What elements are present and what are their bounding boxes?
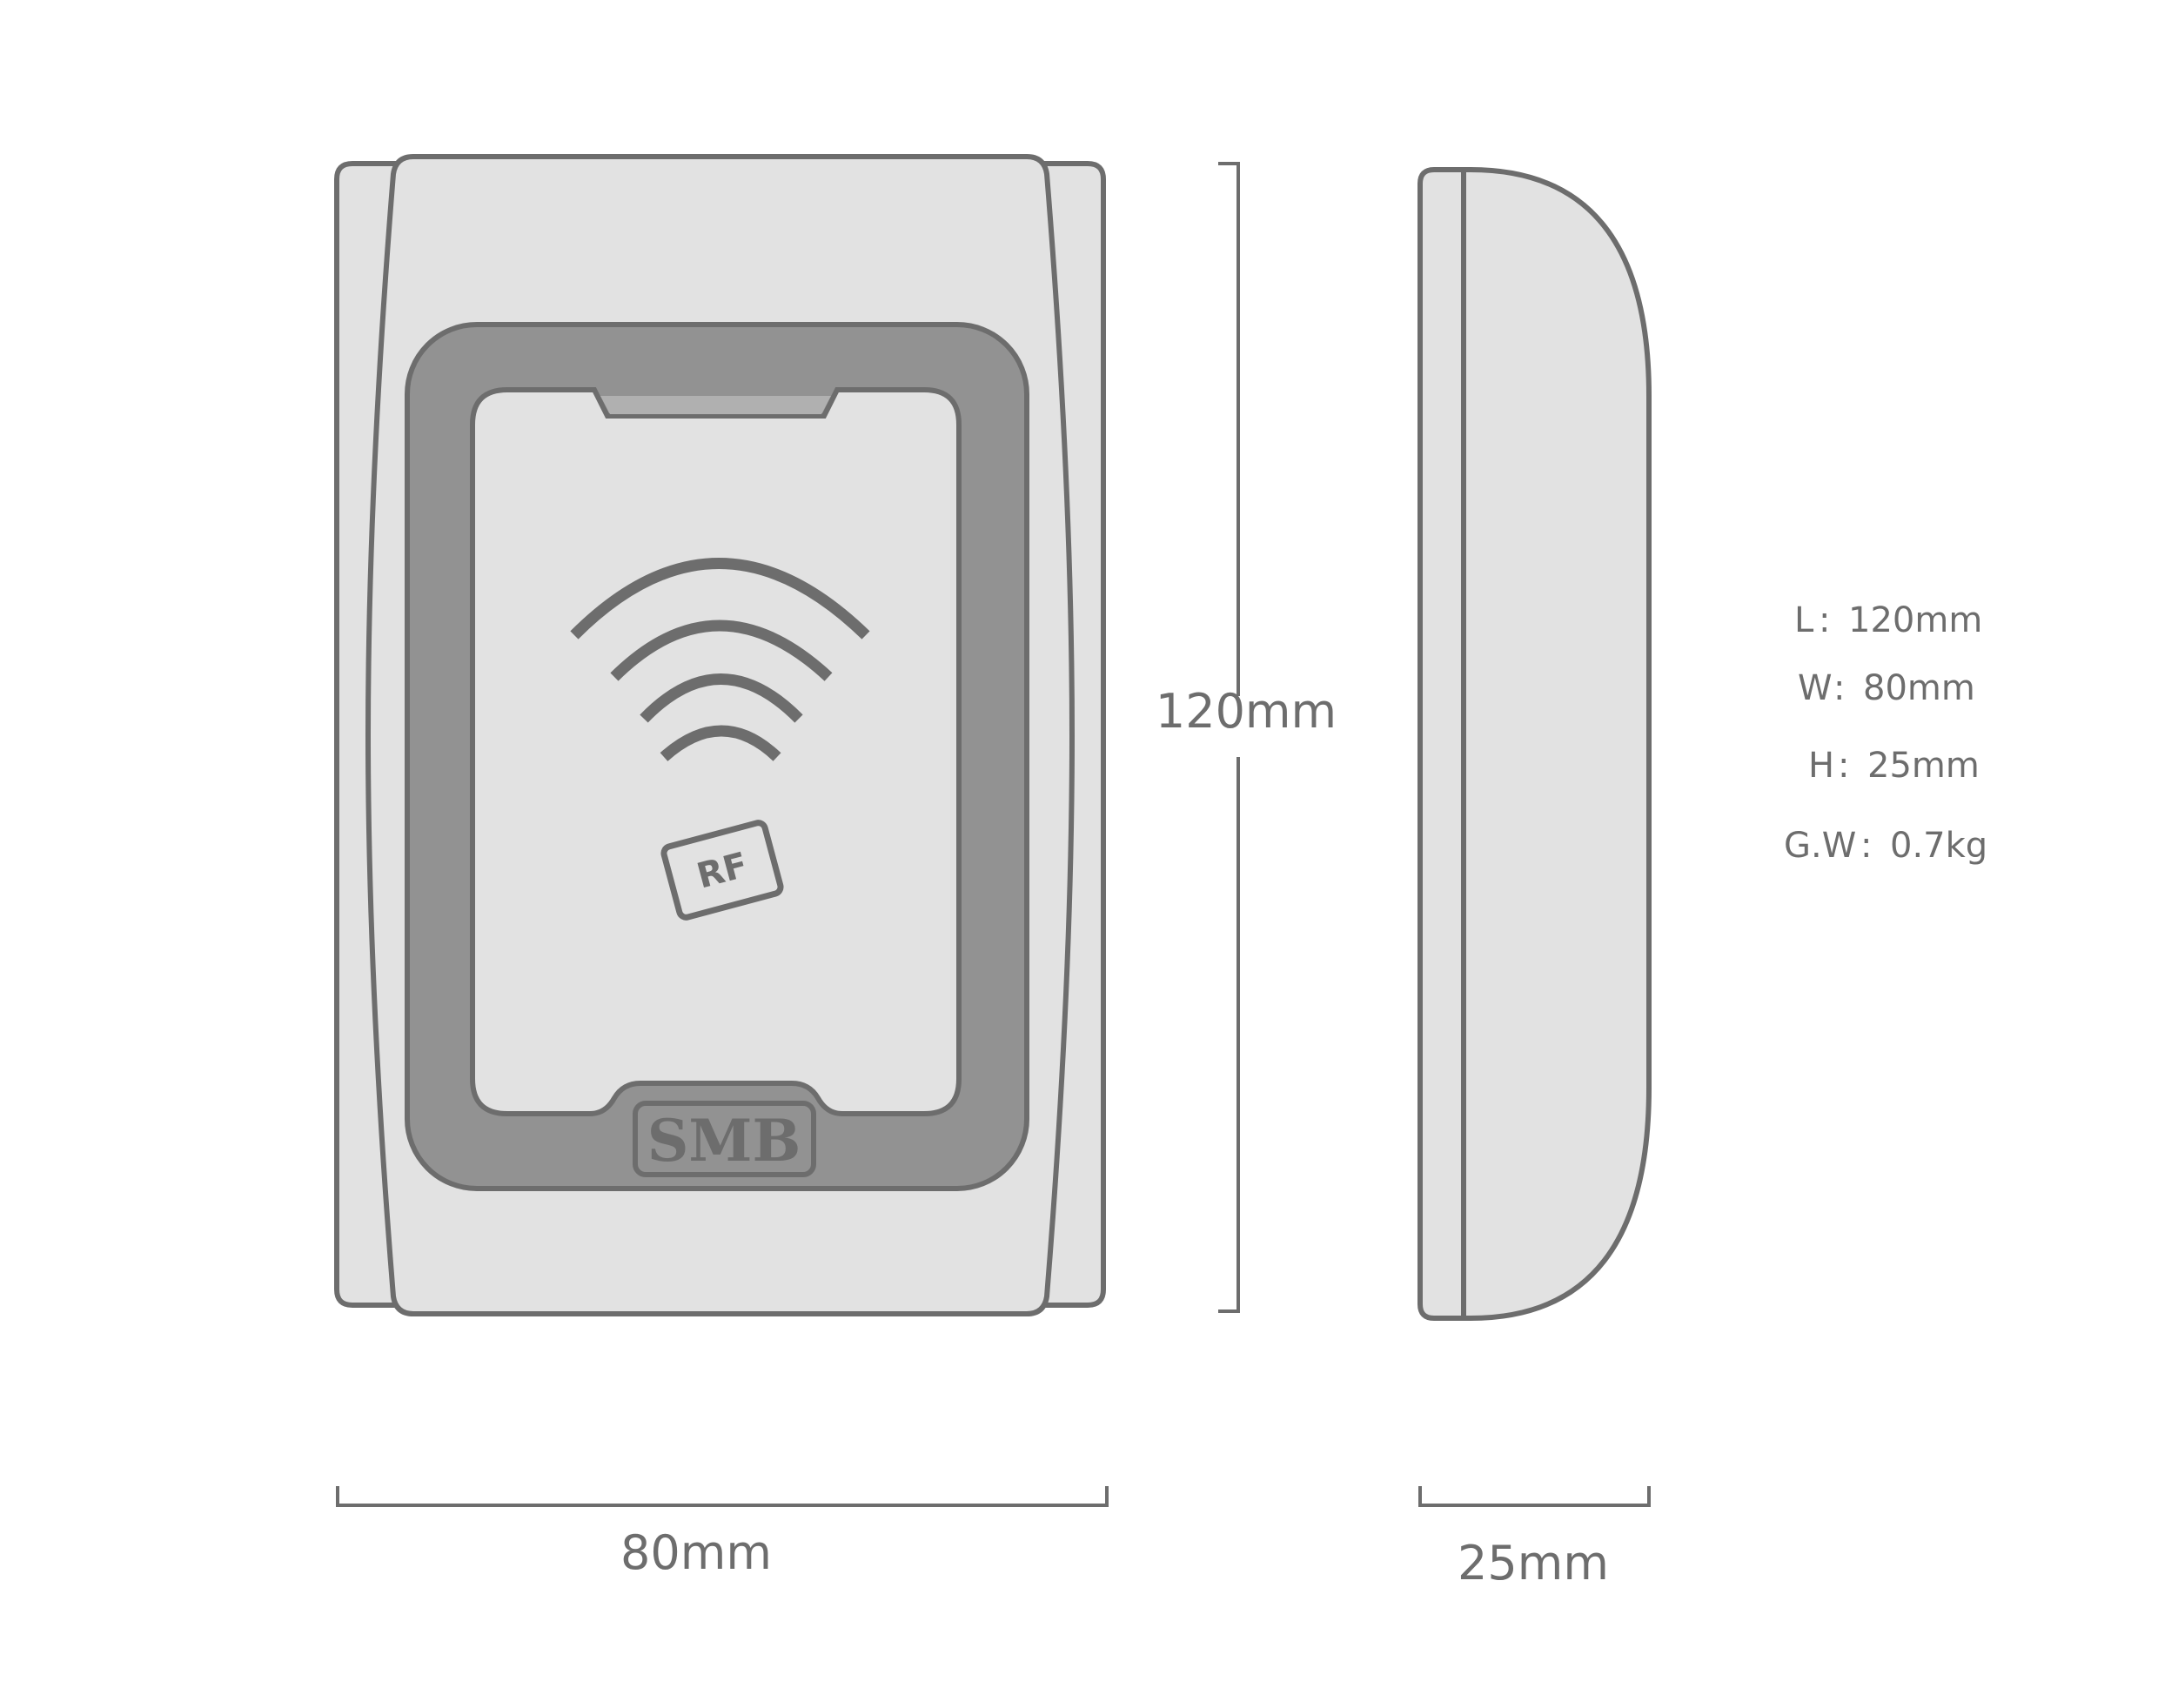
front-view: RF SMB — [334, 154, 1106, 1316]
rfid-wave-icon — [570, 558, 870, 761]
spec-key: L — [1794, 600, 1814, 640]
spec-value: 25mm — [1867, 746, 1980, 786]
height-label: 120mm — [1156, 684, 1337, 739]
height-dimension — [1218, 162, 1240, 1313]
side-view — [1417, 167, 1652, 1321]
depth-label: 25mm — [1458, 1536, 1609, 1591]
side-profile — [1417, 167, 1652, 1321]
width-dimension — [336, 1486, 1109, 1507]
spec-value: 80mm — [1863, 668, 1975, 708]
spec-separator: : — [1819, 600, 1830, 640]
spec-key: G.W — [1784, 826, 1856, 866]
indicator-light-strip — [600, 396, 831, 414]
brand-logo: SMB — [647, 1107, 801, 1175]
spec-value: 0.7kg — [1890, 826, 1987, 866]
spec-key: W — [1798, 668, 1833, 708]
depth-dimension — [1418, 1486, 1651, 1507]
reader-window — [470, 387, 962, 1116]
spec-list: L : 120mm W : 80mm H : 25mm G.W : 0.7kg — [1784, 600, 1987, 866]
spec-separator: : — [1860, 826, 1872, 866]
spec-separator: : — [1833, 668, 1845, 708]
spec-separator: : — [1838, 746, 1849, 786]
width-label: 80mm — [620, 1525, 772, 1580]
spec-key: H — [1808, 746, 1834, 786]
spec-value: 120mm — [1848, 600, 1982, 640]
logo-plate — [633, 1101, 816, 1177]
rf-card-icon: RF — [660, 820, 784, 921]
